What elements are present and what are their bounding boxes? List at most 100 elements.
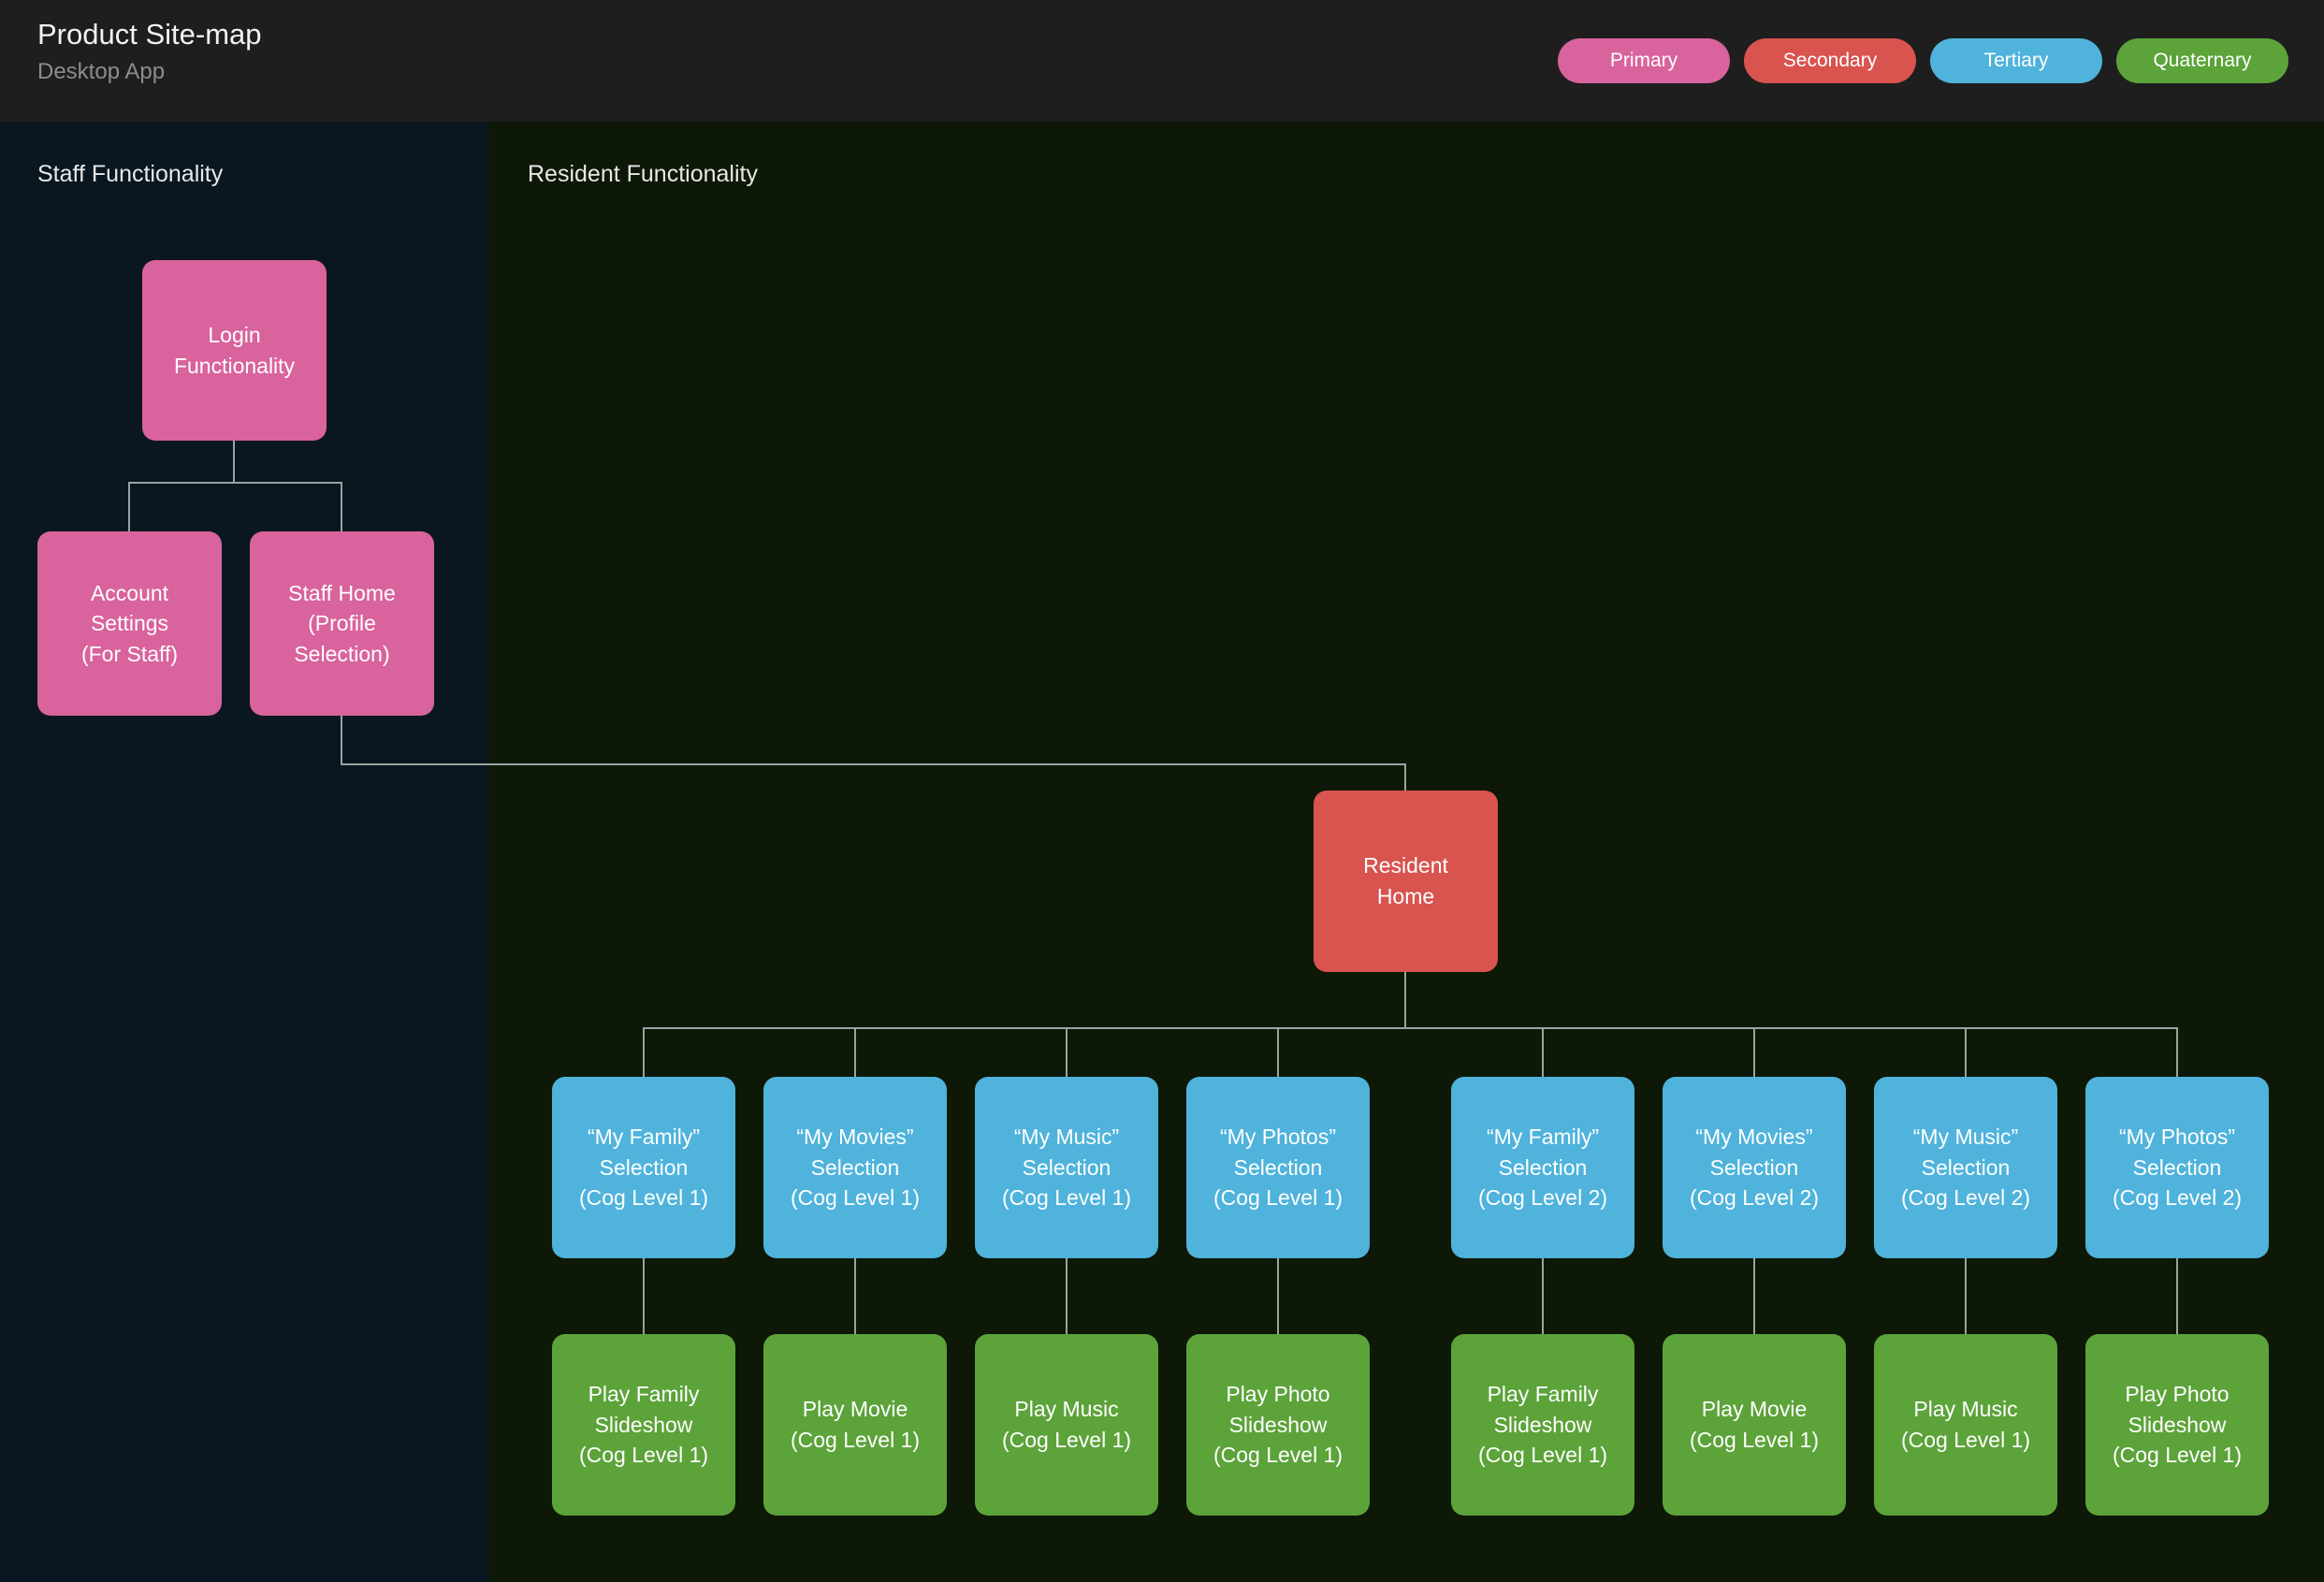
lane-label-staff: Staff Functionality [37,161,224,187]
node-sel-music-1[interactable]: “My Music” Selection (Cog Level 1) [975,1077,1158,1258]
node-label-line: Login [208,322,261,347]
node-label-line: Slideshow [1228,1412,1328,1437]
node-label-line: Play Photo [1226,1382,1330,1407]
node-label-line: Selection [2132,1154,2222,1180]
node-label-line: Selection [1233,1154,1323,1180]
node-label-line: (Cog Level 2) [1477,1185,1608,1211]
node-label-line: Selection [1498,1154,1588,1180]
lane-label-resident: Resident Functionality [528,161,758,187]
node-label-line: Slideshow [594,1412,693,1437]
node-label-line: (Cog Level 2) [1689,1185,1820,1211]
node-label-line: Selection [1022,1154,1111,1180]
node-label-line: (Cog Level 1) [1213,1185,1344,1211]
legend-pill-primary[interactable]: Primary [1558,38,1730,83]
node-play-movie-1[interactable]: Play Movie (Cog Level 1) [763,1334,947,1516]
node-label: “My Movies” Selection (Cog Level 1) [791,1122,920,1213]
node-label-line: “My Photos” [2119,1125,2235,1150]
node-label: “My Photos” Selection (Cog Level 2) [2113,1122,2242,1213]
legend-pill-tertiary[interactable]: Tertiary [1930,38,2102,83]
app-header: Product Site-map Desktop App Primary Seco… [0,0,2324,122]
node-play-music-2[interactable]: Play Music (Cog Level 1) [1874,1334,2057,1516]
node-sel-photos-1[interactable]: “My Photos” Selection (Cog Level 1) [1186,1077,1370,1258]
legend-pill-quaternary[interactable]: Quaternary [2116,38,2288,83]
page-title: Product Site-map [37,18,262,51]
node-label-line: “My Family” [587,1125,701,1150]
legend: Primary Secondary Tertiary Quaternary [1558,38,2288,83]
node-label: “My Family” Selection (Cog Level 1) [579,1122,708,1213]
node-play-movie-2[interactable]: Play Movie (Cog Level 1) [1663,1334,1846,1516]
node-label-line: (Cog Level 1) [2112,1443,2243,1468]
node-sel-movies-2[interactable]: “My Movies” Selection (Cog Level 2) [1663,1077,1846,1258]
node-sel-music-2[interactable]: “My Music”Selection(Cog Level 2) [1874,1077,2057,1258]
node-label-line: Selection [810,1154,900,1180]
node-label-line: Play Music [1913,1397,2018,1422]
title-block: Product Site-map Desktop App [37,17,262,86]
node-label-line: (Cog Level 1) [1900,1428,2031,1452]
node-label-line: (Cog Level 1) [1001,1428,1132,1452]
node-label-line: (Cog Level 1) [790,1428,921,1452]
page-subtitle: Desktop App [37,58,166,84]
node-label-line: (Cog Level 1) [790,1185,921,1211]
node-label-line: “My Movies” [796,1125,914,1150]
node-label: “My Music” Selection (Cog Level 1) [1002,1122,1131,1213]
node-label-line: Staff Home [288,580,396,605]
node-label-line: “My Family” [1486,1125,1600,1150]
node-label-line: (Cog Level 1) [578,1185,709,1211]
node-label: “My Movies” Selection (Cog Level 2) [1690,1122,1819,1213]
node-label-line: Play Movie [1701,1397,1808,1422]
node-label-line: Play Movie [802,1397,908,1422]
node-sel-photos-2[interactable]: “My Photos” Selection (Cog Level 2) [2085,1077,2269,1258]
node-label-line: Account [90,580,169,605]
node-play-music-1[interactable]: Play Music (Cog Level 1) [975,1334,1158,1516]
node-label-line: (Cog Level 1) [1213,1443,1344,1468]
node-label-line: Home [1376,884,1435,908]
node-label-line: (Cog Level 1) [1001,1185,1132,1211]
node-label-line: Play Photo [2125,1382,2230,1407]
node-label: Play Music (Cog Level 1) [1901,1394,2030,1455]
node-label-line: (Cog Level 2) [1900,1185,2031,1211]
node-label-line: (Cog Level 1) [1477,1443,1608,1468]
node-label-line: Selection [1709,1154,1799,1180]
node-label-line: “My Music” [1912,1125,2019,1150]
node-label-line: Selection) [294,641,390,666]
node-label: “My Family” Selection (Cog Level 2) [1478,1122,1607,1213]
node-label-line: Selection [599,1154,689,1180]
node-label: “My Music”Selection(Cog Level 2) [1901,1122,2030,1213]
node-label-line: “My Movies” [1695,1125,1813,1150]
node-label-line: “My Photos” [1220,1125,1336,1150]
node-label-line: (Cog Level 1) [1689,1428,1820,1452]
node-label-line: Play Family [588,1382,700,1407]
node-label-line: Resident [1363,853,1448,878]
node-label-line: Play Family [1487,1382,1599,1407]
node-label-line: “My Music” [1013,1125,1120,1150]
node-label-line: Play Music [1014,1397,1119,1422]
node-label-line: Slideshow [2128,1412,2227,1437]
node-label: “My Photos” Selection (Cog Level 1) [1213,1122,1343,1213]
node-label-line: (Cog Level 2) [2112,1185,2243,1211]
node-label-line: Settings [90,611,169,636]
legend-pill-secondary[interactable]: Secondary [1744,38,1916,83]
node-label: Play Movie (Cog Level 1) [791,1394,920,1455]
node-sel-family-2[interactable]: “My Family” Selection (Cog Level 2) [1451,1077,1634,1258]
node-sel-family-1[interactable]: “My Family” Selection (Cog Level 1) [552,1077,735,1258]
node-label-line: (Profile [308,611,376,636]
node-sel-movies-1[interactable]: “My Movies” Selection (Cog Level 1) [763,1077,947,1258]
node-label: Play Movie (Cog Level 1) [1690,1394,1819,1455]
